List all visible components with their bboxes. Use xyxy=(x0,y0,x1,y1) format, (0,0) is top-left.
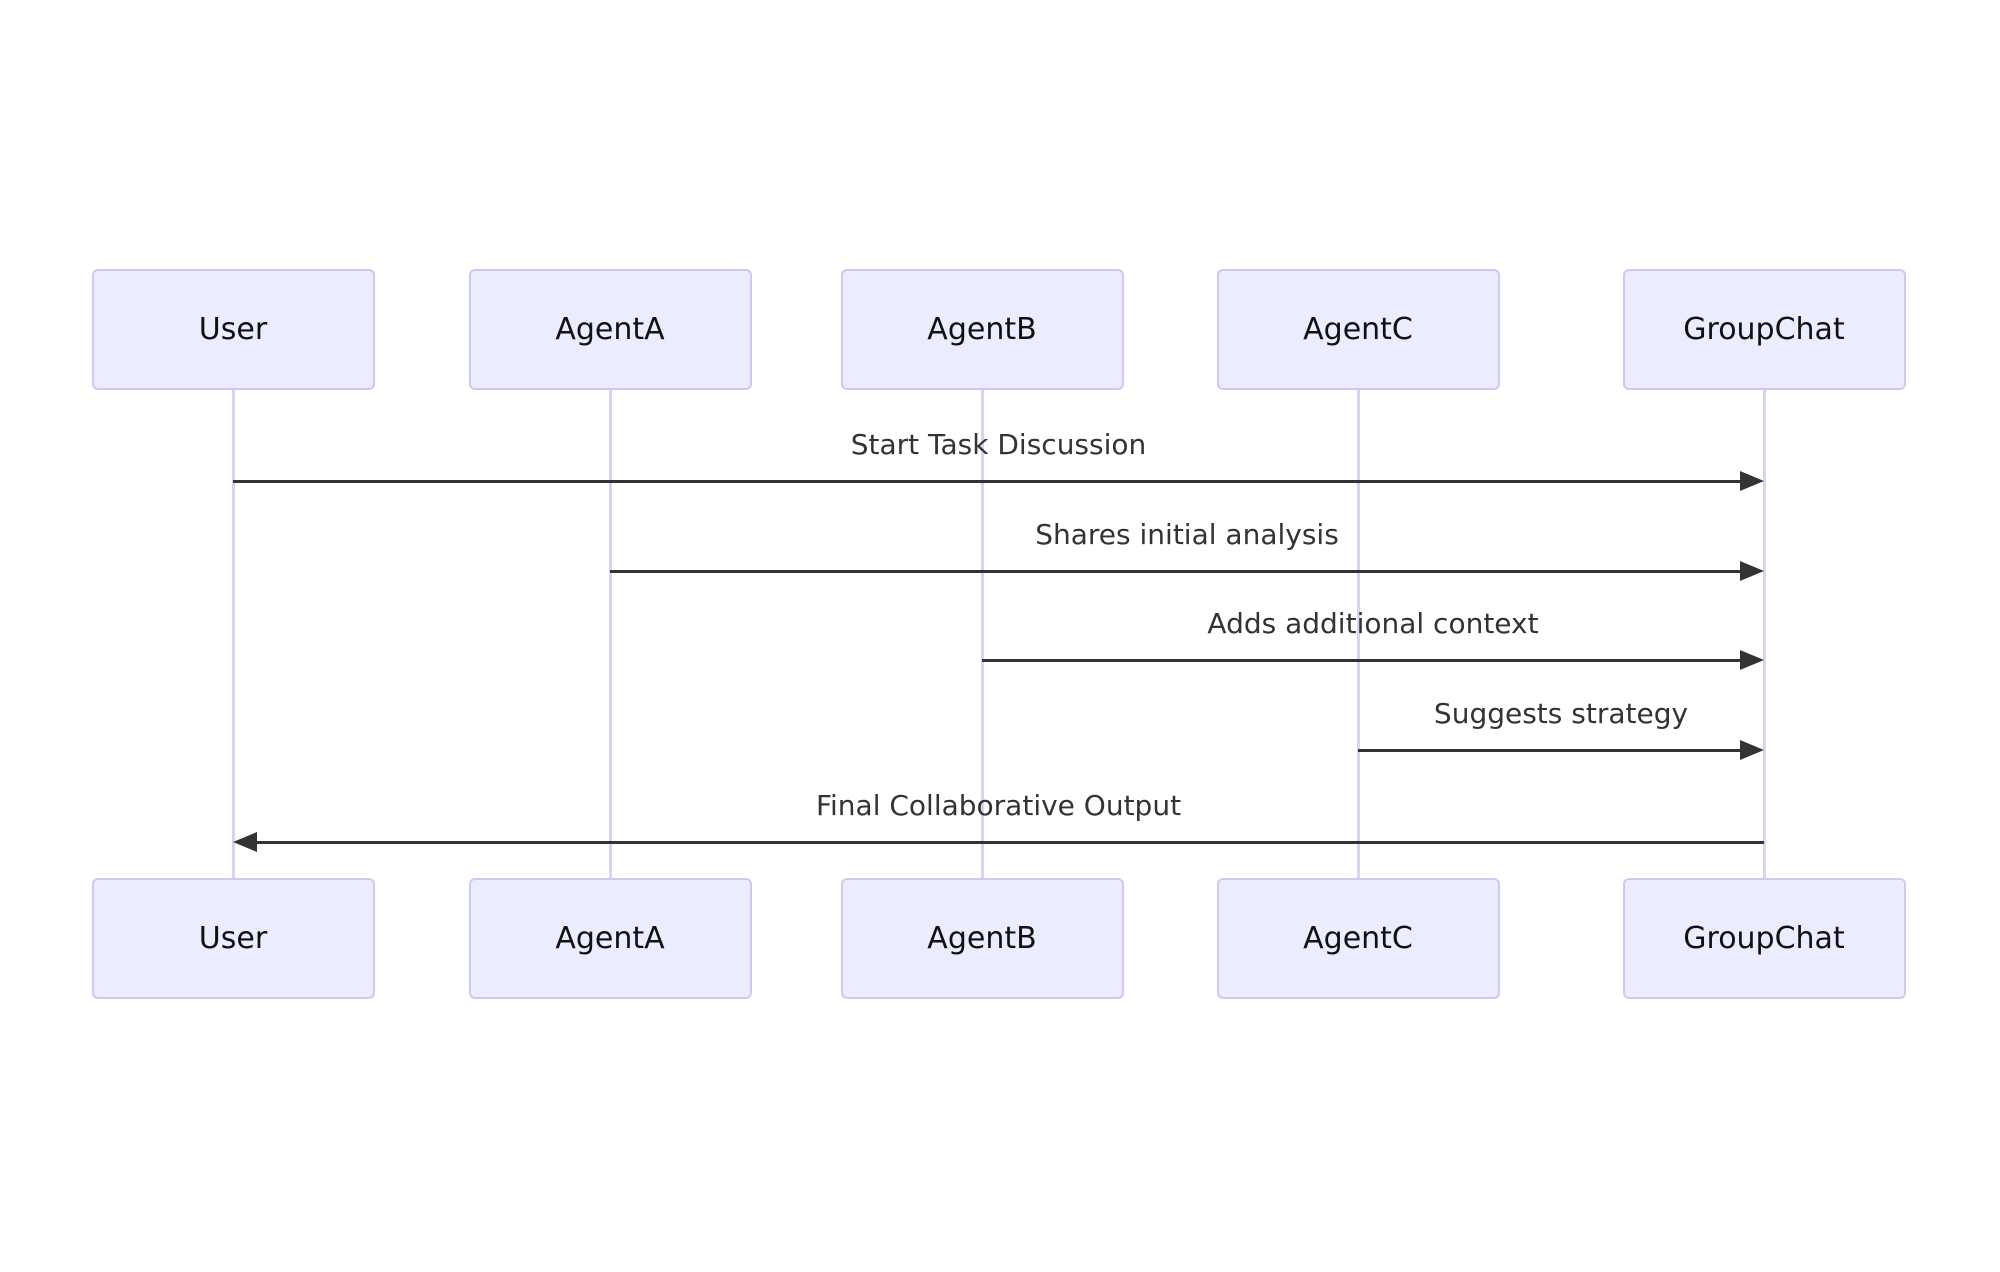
actor-label: AgentB xyxy=(927,312,1037,347)
actor-label: AgentC xyxy=(1303,921,1413,956)
lifeline-agentc xyxy=(1356,390,1360,878)
lifeline-agenta xyxy=(608,390,612,878)
actor-box-bottom-agentb: AgentB xyxy=(840,878,1124,999)
actor-label: GroupChat xyxy=(1683,921,1845,956)
message-line-3 xyxy=(1358,748,1744,752)
actor-box-bottom-agenta: AgentA xyxy=(468,878,752,999)
message-line-1 xyxy=(610,569,1744,573)
actor-box-top-agenta: AgentA xyxy=(468,269,752,390)
arrowhead-icon-2 xyxy=(1740,650,1764,670)
actor-label: User xyxy=(198,312,268,347)
actor-box-top-agentc: AgentC xyxy=(1216,269,1500,390)
actor-label: AgentA xyxy=(555,312,665,347)
actor-box-bottom-agentc: AgentC xyxy=(1216,878,1500,999)
message-line-4 xyxy=(253,840,1764,844)
actor-box-top-groupchat: GroupChat xyxy=(1622,269,1906,390)
arrowhead-icon-1 xyxy=(1740,561,1764,581)
message-label-4: Final Collaborative Output xyxy=(815,789,1182,822)
lifeline-user xyxy=(231,390,235,878)
actor-label: AgentA xyxy=(555,921,665,956)
actor-box-top-agentb: AgentB xyxy=(840,269,1124,390)
lifeline-groupchat xyxy=(1762,390,1766,878)
message-label-3: Suggests strategy xyxy=(1433,697,1689,730)
actor-label: AgentB xyxy=(927,921,1037,956)
arrowhead-icon-4 xyxy=(233,832,257,852)
actor-box-top-user: User xyxy=(91,269,375,390)
arrowhead-icon-0 xyxy=(1740,471,1764,491)
actor-label: User xyxy=(198,921,268,956)
lifeline-agentb xyxy=(980,390,984,878)
message-label-1: Shares initial analysis xyxy=(1035,518,1339,551)
actor-box-bottom-user: User xyxy=(91,878,375,999)
actor-label: GroupChat xyxy=(1683,312,1845,347)
actor-label: AgentC xyxy=(1303,312,1413,347)
arrowhead-icon-3 xyxy=(1740,740,1764,760)
message-label-0: Start Task Discussion xyxy=(850,428,1147,461)
actor-box-bottom-groupchat: GroupChat xyxy=(1622,878,1906,999)
message-line-0 xyxy=(233,479,1744,483)
message-label-2: Adds additional context xyxy=(1207,607,1539,640)
message-line-2 xyxy=(982,658,1744,662)
